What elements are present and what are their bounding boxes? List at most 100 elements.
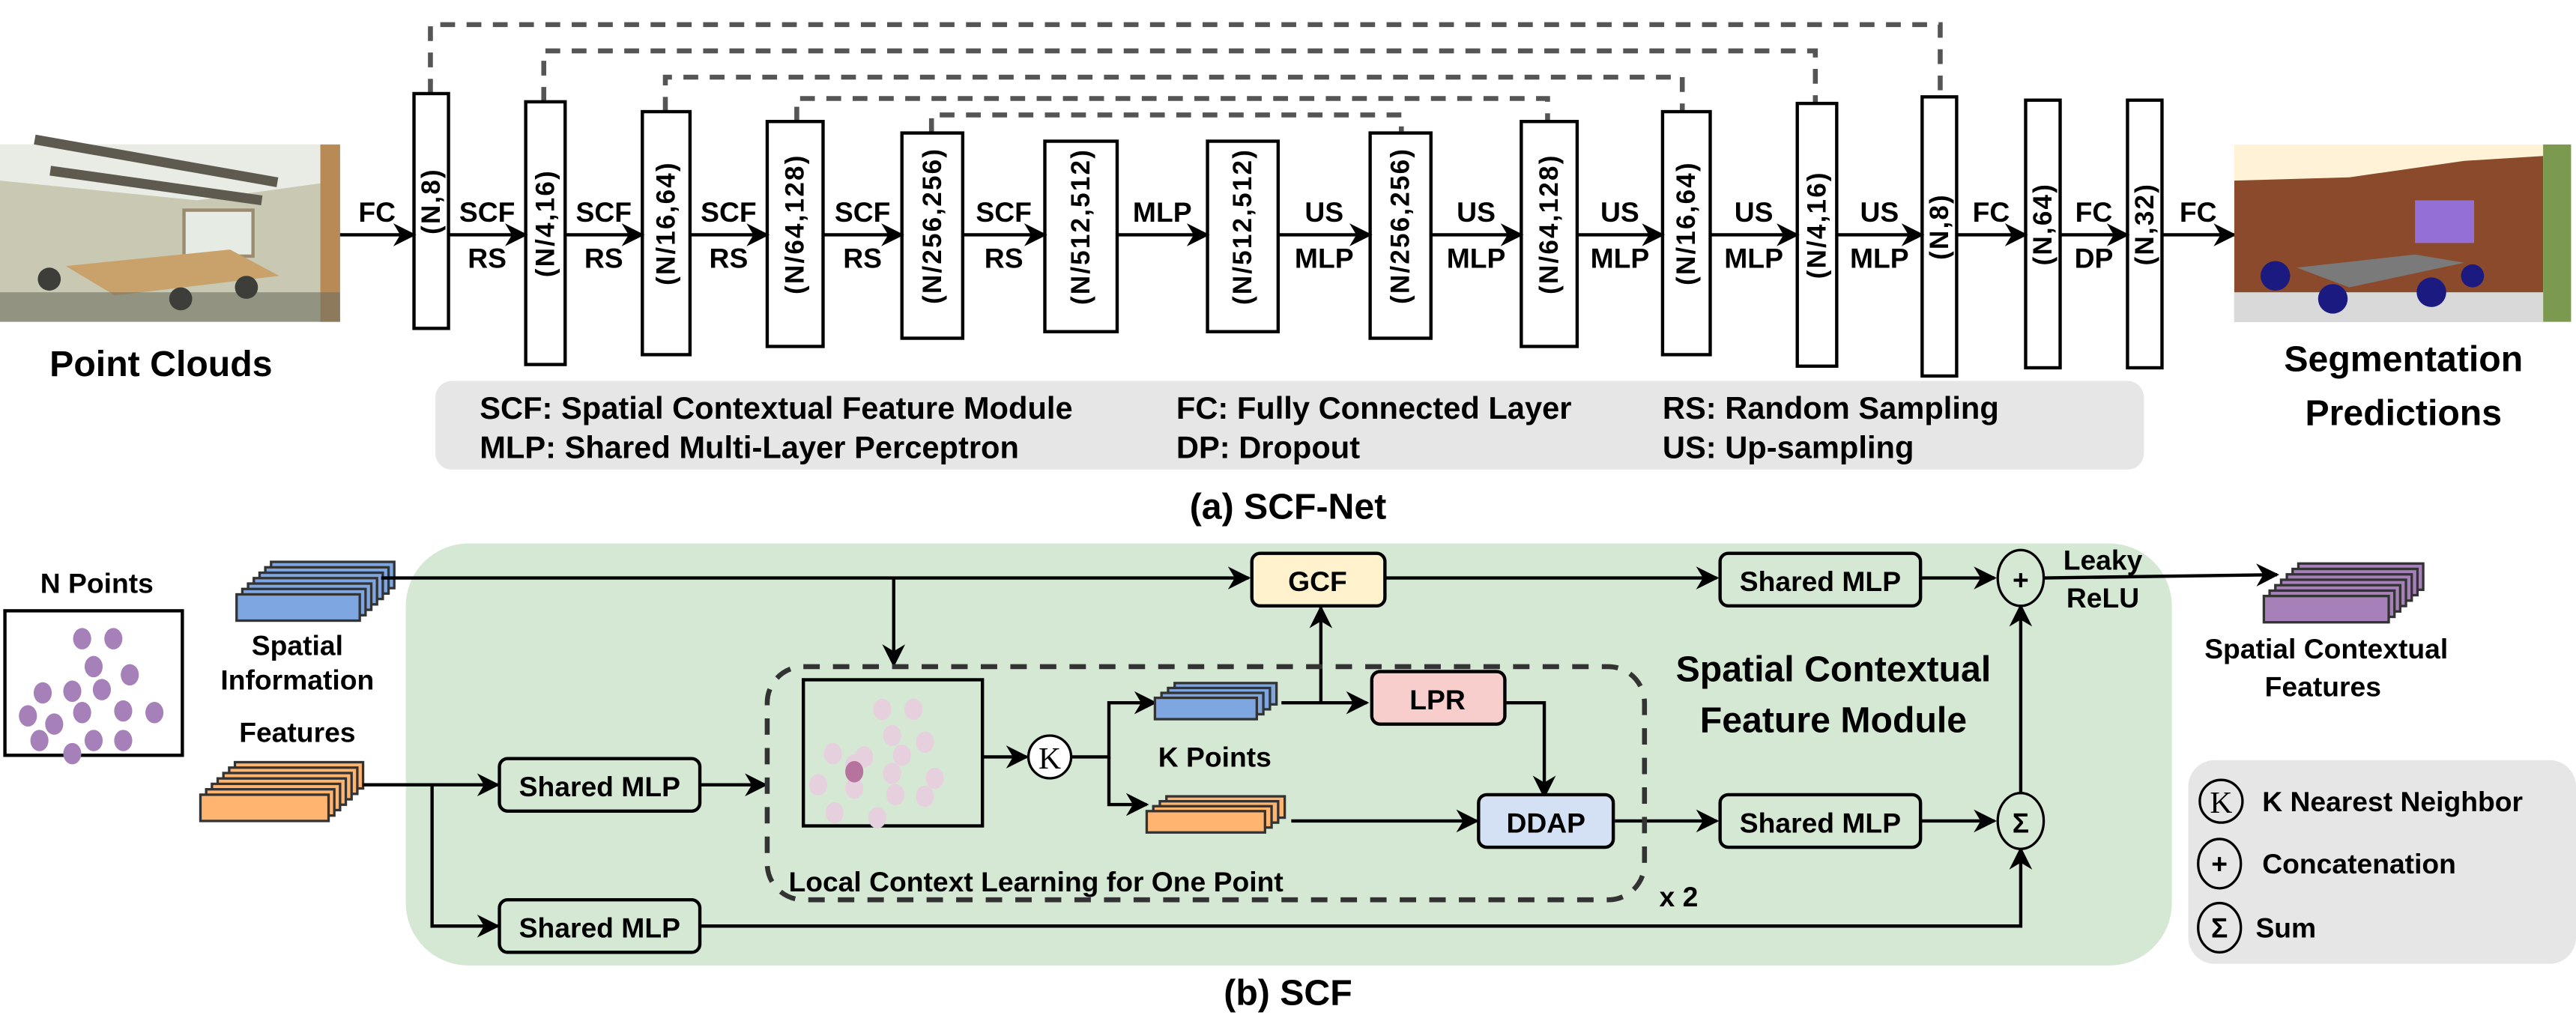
caption-part-b: (b) SCF (1224, 972, 1352, 1013)
edge-label-top: SCF (835, 196, 891, 228)
feature-slab (199, 793, 330, 822)
edge-label-bottom: RS (843, 242, 882, 273)
shared-mlp-box-skip (498, 897, 702, 954)
repeat-label: x 2 (1660, 881, 1699, 912)
n-points-scatter (19, 628, 164, 765)
edge-label-top: SCF (976, 196, 1032, 228)
layer-shape-label: (N,32) (2130, 183, 2159, 266)
spatial-contextual-features-stack (2262, 562, 2425, 624)
layer-block (524, 100, 567, 366)
point (63, 742, 82, 765)
edge-label-bottom: DP (2075, 242, 2114, 273)
local-context-region (764, 664, 1648, 903)
output-features-line1: Spatial Contextual (2204, 633, 2448, 664)
edge-label-bottom: RS (584, 242, 623, 273)
layer-shape-label: (N/16,64) (1672, 161, 1701, 285)
layer-block (412, 91, 450, 330)
neighbour-point (925, 767, 944, 790)
neighbour-point (825, 802, 844, 824)
k-points-spatial-stack (1153, 682, 1278, 721)
neighbour-point (823, 742, 842, 765)
sum-operator: Σ (1996, 792, 2046, 850)
scf-module-background (405, 543, 2172, 966)
point (30, 730, 49, 751)
layer-block (1660, 109, 1712, 357)
n-points-label: N Points (40, 567, 154, 599)
edge-label-top: US (1860, 196, 1899, 228)
legend-knn-symbol: K (2210, 786, 2232, 820)
legend-knn-label: K Nearest Neighbor (2262, 786, 2523, 817)
layer-shape-label: (N/16,64) (652, 161, 681, 285)
legend-concat-label: Concatenation (2262, 848, 2456, 879)
concat-symbol: + (2013, 564, 2029, 596)
ddap-box (1477, 793, 1615, 849)
point (73, 628, 91, 649)
shared-mlp-label-features: Shared MLP (519, 771, 680, 802)
layer-block (1520, 120, 1579, 348)
skip-connections (428, 22, 1943, 133)
point (73, 702, 91, 724)
point (84, 730, 103, 751)
point (104, 628, 123, 649)
edge-label-top: FC (358, 196, 396, 228)
neighbour-point (883, 724, 901, 747)
point (114, 700, 133, 722)
edge-label-bottom: MLP (1591, 242, 1650, 273)
one-point-neighbourhood-box (801, 678, 985, 828)
point (19, 705, 37, 727)
layer-shape-label: (N,64) (2028, 183, 2058, 266)
module-title-line2: Feature Module (1700, 700, 1967, 741)
spatial-info-label-line1: Spatial (252, 630, 343, 661)
shared-mlp-box-global (1718, 551, 1923, 608)
layer-block (1043, 139, 1119, 333)
neighbour-point (916, 731, 934, 754)
concatenation-operator: + (1996, 548, 2046, 608)
segmentation-prediction-image (2234, 144, 2572, 322)
legend-knn: K K Nearest Neighbor (2198, 778, 2523, 824)
neighbour-point (883, 763, 901, 784)
k-points-label: K Points (1158, 742, 1272, 773)
spatial-information-stack (235, 560, 396, 622)
features-label: Features (239, 717, 355, 748)
edge-label-top: FC (2180, 196, 2217, 228)
edge-label-bottom: RS (468, 242, 507, 273)
edge-label-top: FC (2075, 196, 2113, 228)
part-b-scf: N Points Spatial Information Features (3, 543, 2576, 1013)
edge-label-bottom: MLP (1295, 242, 1354, 273)
part-b-legend-box (2188, 760, 2576, 964)
legend-concat: + Concatenation (2197, 837, 2456, 890)
layer-shape-label: (N/256,256) (918, 148, 947, 304)
knn-symbol: K (1038, 742, 1061, 776)
features-stack (199, 760, 365, 822)
gcf-label: GCF (1288, 566, 1347, 597)
neighbour-point (873, 698, 892, 721)
edge-label-top: US (1600, 196, 1639, 228)
feature-slab (2262, 595, 2390, 624)
layer-shape-label: (N/512,512) (1228, 148, 1257, 305)
layer-stack: (N,8)(N/4,16)(N/16,64)(N/64,128)(N/256,2… (412, 91, 2164, 378)
point (84, 655, 103, 678)
layer-shape-label: (N/64,128) (781, 154, 810, 294)
edge-label-top: MLP (1133, 196, 1192, 228)
layer-shape-label: (N/256,256) (1386, 148, 1415, 304)
point (114, 730, 133, 751)
center-point (845, 760, 864, 783)
layer-shape-label: (N,8) (1925, 193, 1954, 260)
legend-fc: FC: Fully Connected Layer (1176, 390, 1572, 425)
point (121, 664, 139, 686)
neighbour-point (904, 698, 923, 721)
edge-label-top: FC (1973, 196, 2010, 228)
shared-mlp-label-skip: Shared MLP (519, 912, 680, 944)
caption-part-a: (a) SCF-Net (1190, 487, 1387, 527)
legend-scf: SCF: Spatial Contextual Feature Module (480, 390, 1072, 425)
edge-label-top: US (1304, 196, 1343, 228)
shared-mlp-box-features (498, 757, 702, 814)
lpr-box (1370, 670, 1507, 726)
local-context-label: Local Context Learning for One Point (788, 866, 1283, 897)
point (33, 682, 52, 704)
legend-mlp: MLP: Shared Multi-Layer Perceptron (480, 430, 1019, 465)
legend-us: US: Up-sampling (1663, 430, 1914, 465)
leaky-relu-line2: ReLU (2066, 582, 2139, 613)
output-features-line2: Features (2265, 670, 2381, 702)
